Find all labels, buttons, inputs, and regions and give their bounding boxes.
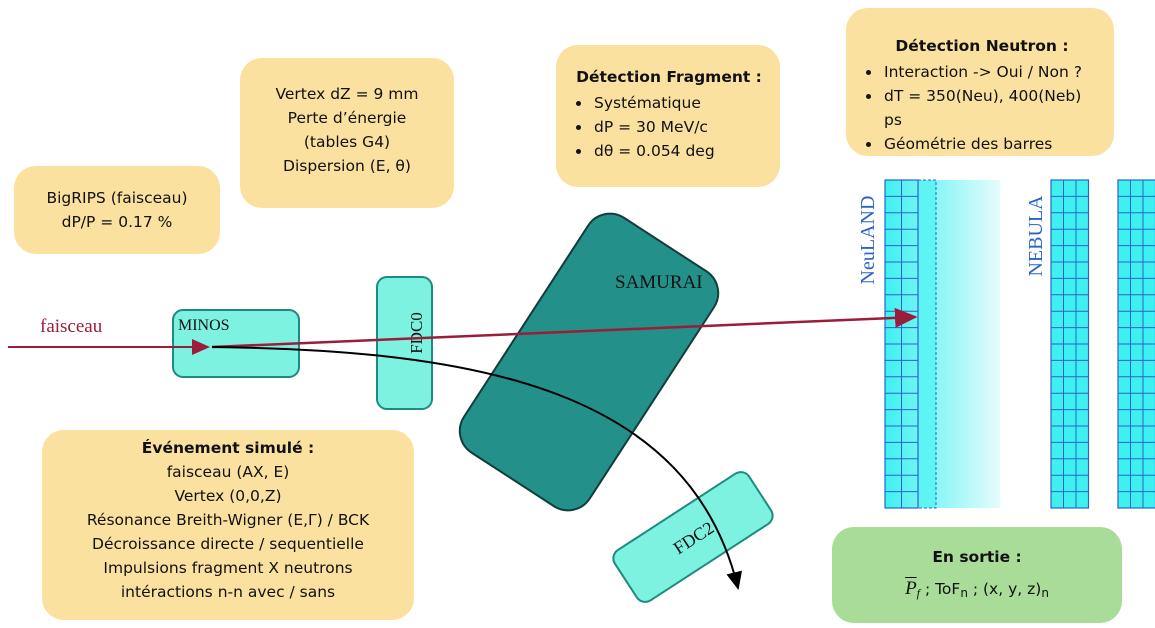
samurai-label: SAMURAI	[615, 272, 703, 293]
event-line: Vertex (0,0,Z)	[174, 487, 282, 505]
event-line: intéractions n-n avec / sans	[120, 583, 336, 601]
vertex-line: Dispersion (E, θ)	[283, 157, 411, 175]
faisceau-label: faisceau	[40, 316, 103, 337]
output-box: En sortie : Pf ; ToFn ; (x, y, z)n	[832, 527, 1122, 623]
fragment-item: dθ = 0.054 deg	[592, 139, 768, 163]
output-tof-sub: n	[960, 586, 968, 600]
vertex-box: Vertex dZ = 9 mm Perte d’énergie (tables…	[240, 58, 454, 208]
neutron-detection-box: Détection Neutron : Interaction -> Oui /…	[846, 8, 1114, 156]
neuland-label: NeuLAND	[857, 196, 879, 285]
event-line: faisceau (AX, E)	[166, 463, 290, 481]
nebula-detector: NEBULA	[1025, 179, 1155, 509]
output-title: En sortie :	[932, 548, 1022, 566]
output-tof: ; ToF	[920, 580, 961, 598]
fragment-title: Détection Fragment :	[576, 68, 762, 86]
vertex-line: (tables G4)	[303, 133, 391, 151]
bigrips-line2: dP/P = 0.17 %	[61, 213, 173, 231]
bigrips-box: BigRIPS (faisceau) dP/P = 0.17 %	[14, 166, 220, 254]
output-pos-sub: n	[1041, 586, 1049, 600]
neutron-item: dT = 350(Neu), 400(Neb) ps	[882, 84, 1104, 132]
vertex-line: Vertex dZ = 9 mm	[275, 85, 419, 103]
vertex-line: Perte d’énergie	[287, 109, 407, 127]
fdc0-detector: FDC0	[376, 276, 433, 410]
fragment-item: dP = 30 MeV/c	[592, 115, 768, 139]
neutron-title: Détection Neutron :	[895, 37, 1069, 55]
fdc2-detector: FDC2	[612, 471, 774, 603]
momentum-vector: P	[905, 578, 917, 599]
nebula-label: NEBULA	[1025, 195, 1047, 277]
event-line: Décroissance directe / sequentielle	[92, 535, 364, 553]
fragment-item: Systématique	[592, 91, 768, 115]
neuland-detector: NeuLAND	[857, 179, 1000, 509]
event-title: Événement simulé :	[141, 439, 315, 457]
fdc0-label: FDC0	[407, 312, 426, 354]
output-line: Pf ; ToFn ; (x, y, z)n	[832, 577, 1122, 605]
samurai-magnet: SAMURAI	[458, 212, 720, 512]
event-line: Résonance Breith-Wigner (E,Γ) / BCK	[86, 511, 370, 529]
minos-label: MINOS	[178, 317, 230, 334]
neutron-item: Interaction -> Oui / Non ?	[882, 60, 1104, 84]
momentum-subscript: f	[916, 586, 921, 600]
event-line: Impulsions fragment X neutrons	[103, 559, 353, 577]
fragment-trajectory-arrow	[211, 346, 742, 590]
simulated-event-box: Événement simulé : faisceau (AX, E) Vert…	[42, 430, 414, 620]
neutron-item: Géométrie des barres	[882, 132, 1104, 156]
fragment-detection-box: Détection Fragment : Systématique dP = 3…	[556, 45, 780, 187]
output-pos: ; (x, y, z)	[967, 580, 1042, 598]
bigrips-line1: BigRIPS (faisceau)	[46, 189, 188, 207]
neutron-trajectory-arrow	[211, 307, 918, 349]
